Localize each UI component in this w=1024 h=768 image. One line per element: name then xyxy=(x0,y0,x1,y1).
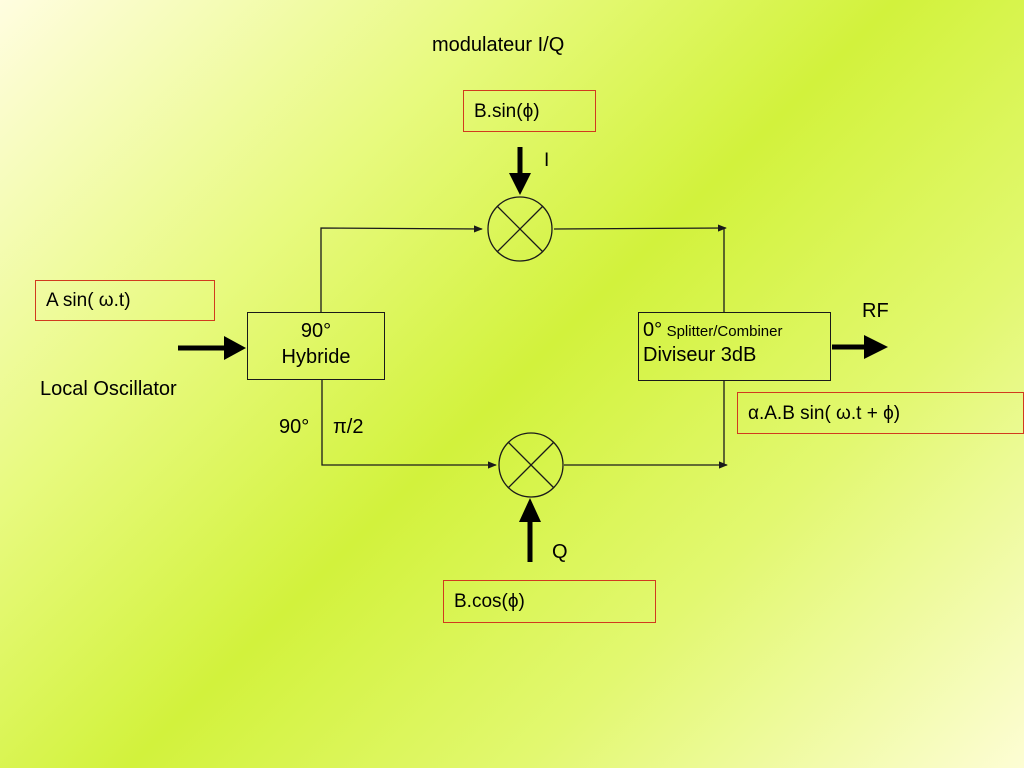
q-signal-text: B.cos(ϕ) xyxy=(454,591,525,612)
rf-label: RF xyxy=(862,300,889,322)
hybrid-degree: 90° xyxy=(300,320,332,342)
wire-hybrid-to-i-mixer xyxy=(320,225,483,312)
i-input-arrow-icon xyxy=(509,147,531,195)
combiner-splitter-label: Splitter/Combiner xyxy=(666,323,783,340)
local-oscillator-label: Local Oscillator xyxy=(40,378,177,400)
q-signal-box: B.cos(ϕ) xyxy=(443,580,656,623)
output-signal-text: α.A.B sin( ω.t + ϕ) xyxy=(748,402,901,424)
lo-signal-box: A sin( ω.t) xyxy=(35,280,215,321)
hybrid-port-label: 90° xyxy=(279,416,310,438)
combiner-divider-label: Diviseur 3dB xyxy=(643,344,757,366)
combiner-degree: 0° xyxy=(643,319,663,341)
combiner-block: 0° Splitter/Combiner Diviseur 3dB xyxy=(638,312,831,381)
hybrid-phase-label: π/2 xyxy=(333,416,364,438)
wire-hybrid-to-q-mixer xyxy=(321,380,497,469)
q-mixer-icon xyxy=(498,432,564,498)
lo-signal-text: A sin( ω.t) xyxy=(46,290,131,311)
lo-input-arrow-icon xyxy=(178,336,246,360)
q-input-arrow-icon xyxy=(519,498,541,562)
i-mixer-icon xyxy=(487,196,553,262)
i-label: I xyxy=(544,150,550,171)
q-label: Q xyxy=(552,541,568,563)
hybrid-block: 90° Hybride xyxy=(247,312,385,380)
output-signal-box: α.A.B sin( ω.t + ϕ) xyxy=(737,392,1024,434)
diagram-title: modulateur I/Q xyxy=(432,34,565,56)
i-signal-text: B.sin(ϕ) xyxy=(474,100,540,122)
wire-i-mixer-to-combiner xyxy=(553,224,727,232)
rf-output-arrow-icon xyxy=(832,335,888,359)
i-signal-box: B.sin(ϕ) xyxy=(463,90,596,132)
hybrid-name: Hybride xyxy=(281,346,351,368)
